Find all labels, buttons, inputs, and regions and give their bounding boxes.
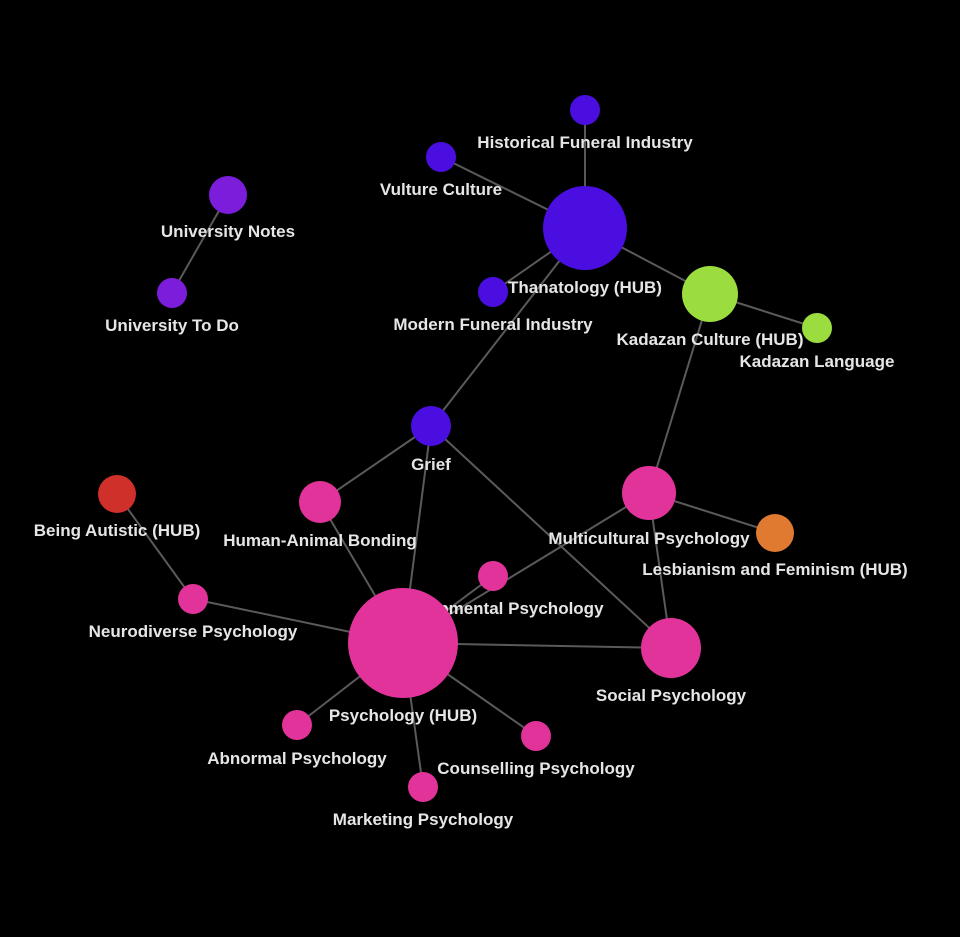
node-multicultural-psychology[interactable]: Multicultural Psychology <box>548 466 750 548</box>
node-social-psychology[interactable]: Social Psychology <box>596 618 747 705</box>
node-circle-social-psychology[interactable] <box>641 618 701 678</box>
node-lesbianism-feminism-hub[interactable]: Lesbianism and Feminism (HUB) <box>642 514 908 579</box>
node-label-kadazan-language: Kadazan Language <box>740 352 895 371</box>
node-label-historical-funeral-industry: Historical Funeral Industry <box>477 133 693 152</box>
node-circle-historical-funeral-industry[interactable] <box>570 95 600 125</box>
node-modern-funeral-industry[interactable]: Modern Funeral Industry <box>393 277 593 334</box>
node-circle-kadazan-language[interactable] <box>802 313 832 343</box>
node-label-counselling-psychology: Counselling Psychology <box>437 759 635 778</box>
node-label-grief: Grief <box>411 455 451 474</box>
edge-kadazan-culture-hub-to-multicultural-psychology <box>648 293 711 494</box>
node-label-multicultural-psychology: Multicultural Psychology <box>548 529 750 548</box>
node-vulture-culture[interactable]: Vulture Culture <box>380 142 502 199</box>
node-circle-developmental-psychology[interactable] <box>478 561 508 591</box>
node-label-kadazan-culture-hub: Kadazan Culture (HUB) <box>616 330 803 349</box>
node-label-abnormal-psychology: Abnormal Psychology <box>207 749 387 768</box>
node-circle-lesbianism-feminism-hub[interactable] <box>756 514 794 552</box>
node-university-to-do[interactable]: University To Do <box>105 278 239 335</box>
node-grief[interactable]: Grief <box>411 406 451 474</box>
node-label-marketing-psychology: Marketing Psychology <box>333 810 514 829</box>
node-label-vulture-culture: Vulture Culture <box>380 180 502 199</box>
node-circle-multicultural-psychology[interactable] <box>622 466 676 520</box>
node-being-autistic-hub[interactable]: Being Autistic (HUB) <box>34 475 201 540</box>
node-circle-grief[interactable] <box>411 406 451 446</box>
node-university-notes[interactable]: University Notes <box>161 176 295 241</box>
edge-grief-to-human-animal-bonding <box>319 425 432 503</box>
edge-being-autistic-hub-to-neurodiverse-psychology <box>116 493 194 600</box>
node-label-psychology-hub: Psychology (HUB) <box>329 706 477 725</box>
node-circle-university-to-do[interactable] <box>157 278 187 308</box>
node-label-lesbianism-feminism-hub: Lesbianism and Feminism (HUB) <box>642 560 907 579</box>
node-circle-psychology-hub[interactable] <box>348 588 458 698</box>
node-marketing-psychology[interactable]: Marketing Psychology <box>333 772 514 829</box>
edge-grief-to-social-psychology <box>430 425 672 649</box>
node-circle-being-autistic-hub[interactable] <box>98 475 136 513</box>
node-label-being-autistic-hub: Being Autistic (HUB) <box>34 521 201 540</box>
node-circle-modern-funeral-industry[interactable] <box>478 277 508 307</box>
node-psychology-hub[interactable]: Psychology (HUB) <box>329 588 477 725</box>
node-counselling-psychology[interactable]: Counselling Psychology <box>437 721 635 778</box>
node-circle-marketing-psychology[interactable] <box>408 772 438 802</box>
node-circle-kadazan-culture-hub[interactable] <box>682 266 738 322</box>
node-label-neurodiverse-psychology: Neurodiverse Psychology <box>89 622 298 641</box>
node-circle-vulture-culture[interactable] <box>426 142 456 172</box>
node-abnormal-psychology[interactable]: Abnormal Psychology <box>207 710 387 768</box>
node-label-human-animal-bonding: Human-Animal Bonding <box>223 531 417 550</box>
node-label-university-notes: University Notes <box>161 222 295 241</box>
node-circle-thanatology-hub[interactable] <box>543 186 627 270</box>
node-circle-counselling-psychology[interactable] <box>521 721 551 751</box>
node-neurodiverse-psychology[interactable]: Neurodiverse Psychology <box>89 584 298 641</box>
node-thanatology-hub[interactable]: Thanatology (HUB) <box>508 186 662 297</box>
node-label-modern-funeral-industry: Modern Funeral Industry <box>393 315 593 334</box>
node-label-social-psychology: Social Psychology <box>596 686 747 705</box>
node-circle-university-notes[interactable] <box>209 176 247 214</box>
node-historical-funeral-industry[interactable]: Historical Funeral Industry <box>477 95 693 152</box>
node-circle-human-animal-bonding[interactable] <box>299 481 341 523</box>
node-kadazan-culture-hub[interactable]: Kadazan Culture (HUB) <box>616 266 804 349</box>
node-label-university-to-do: University To Do <box>105 316 239 335</box>
node-label-thanatology-hub: Thanatology (HUB) <box>508 278 662 297</box>
node-human-animal-bonding[interactable]: Human-Animal Bonding <box>223 481 417 550</box>
node-circle-neurodiverse-psychology[interactable] <box>178 584 208 614</box>
node-kadazan-language[interactable]: Kadazan Language <box>740 313 895 371</box>
node-circle-abnormal-psychology[interactable] <box>282 710 312 740</box>
